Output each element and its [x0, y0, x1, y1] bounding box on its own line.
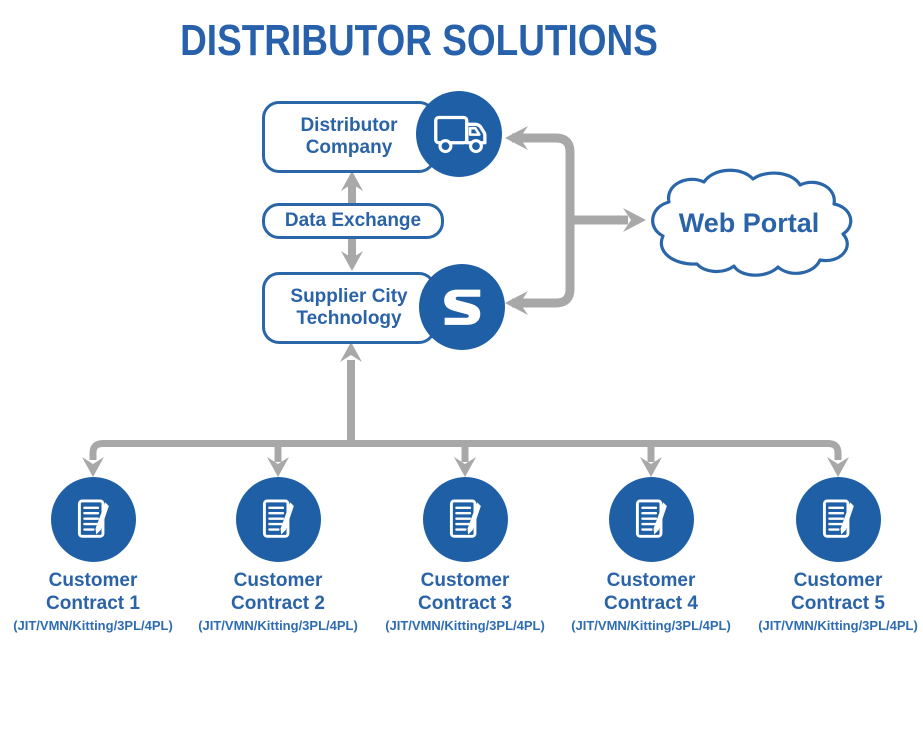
page-title: DISTRIBUTOR SOLUTIONS [180, 16, 658, 65]
cloud-shape [651, 168, 853, 277]
document-icon [635, 499, 667, 538]
contract-subtitle: (JIT/VMN/Kitting/3PL/4PL) [13, 618, 173, 633]
data-exchange-label: Data Exchange [284, 210, 422, 231]
document-icon [262, 499, 294, 538]
contract-subtitle: (JIT/VMN/Kitting/3PL/4PL) [198, 618, 358, 633]
document-icon [77, 499, 109, 538]
web-portal-label: Web Portal [678, 208, 820, 238]
truck-icon [434, 115, 487, 154]
contract-icon-circle [608, 477, 694, 562]
document-icon [822, 499, 854, 538]
s-logo-icon [444, 289, 481, 325]
distributor-icon-circle [416, 91, 502, 177]
distributor-label-line1: Distributor [300, 115, 398, 136]
contract-label: Customer Contract 4 [604, 570, 698, 614]
customer-contract-5-node: Customer Contract 5 (JIT/VMN/Kitting/3PL… [743, 477, 923, 633]
contract-subtitle: (JIT/VMN/Kitting/3PL/4PL) [571, 618, 731, 633]
contract-label: Customer Contract 2 [231, 570, 325, 614]
customer-contract-2-node: Customer Contract 2 (JIT/VMN/Kitting/3PL… [183, 477, 373, 633]
customer-contract-4-node: Customer Contract 4 (JIT/VMN/Kitting/3PL… [556, 477, 746, 633]
customer-contract-1-node: Customer Contract 1 (JIT/VMN/Kitting/3PL… [0, 477, 188, 633]
contract-icon-circle [795, 477, 881, 562]
contract-icon-circle [235, 477, 321, 562]
supplier-label-line1: Supplier City [290, 286, 408, 307]
supplier-city-technology-node: Supplier City Technology [262, 272, 436, 344]
distributor-company-node: Distributor Company [262, 101, 436, 173]
contract-subtitle: (JIT/VMN/Kitting/3PL/4PL) [385, 618, 545, 633]
web-portal-node [651, 168, 853, 277]
contract-label: Customer Contract 3 [418, 570, 512, 614]
distributor-label-line2: Company [305, 137, 393, 158]
contract-label: Customer Contract 1 [46, 570, 140, 614]
customer-contract-3-node: Customer Contract 3 (JIT/VMN/Kitting/3PL… [370, 477, 560, 633]
arrow-web-portal-bracket [505, 126, 646, 315]
contract-label: Customer Contract 5 [791, 570, 885, 614]
contract-icon-circle [50, 477, 136, 562]
contract-subtitle: (JIT/VMN/Kitting/3PL/4PL) [758, 618, 918, 633]
arrow-contracts-tree [82, 342, 849, 477]
supplier-label-line2: Technology [296, 308, 402, 329]
document-icon [449, 499, 481, 538]
contract-icon-circle [422, 477, 508, 562]
data-exchange-node: Data Exchange [262, 203, 444, 239]
supplier-icon-circle [419, 264, 505, 350]
